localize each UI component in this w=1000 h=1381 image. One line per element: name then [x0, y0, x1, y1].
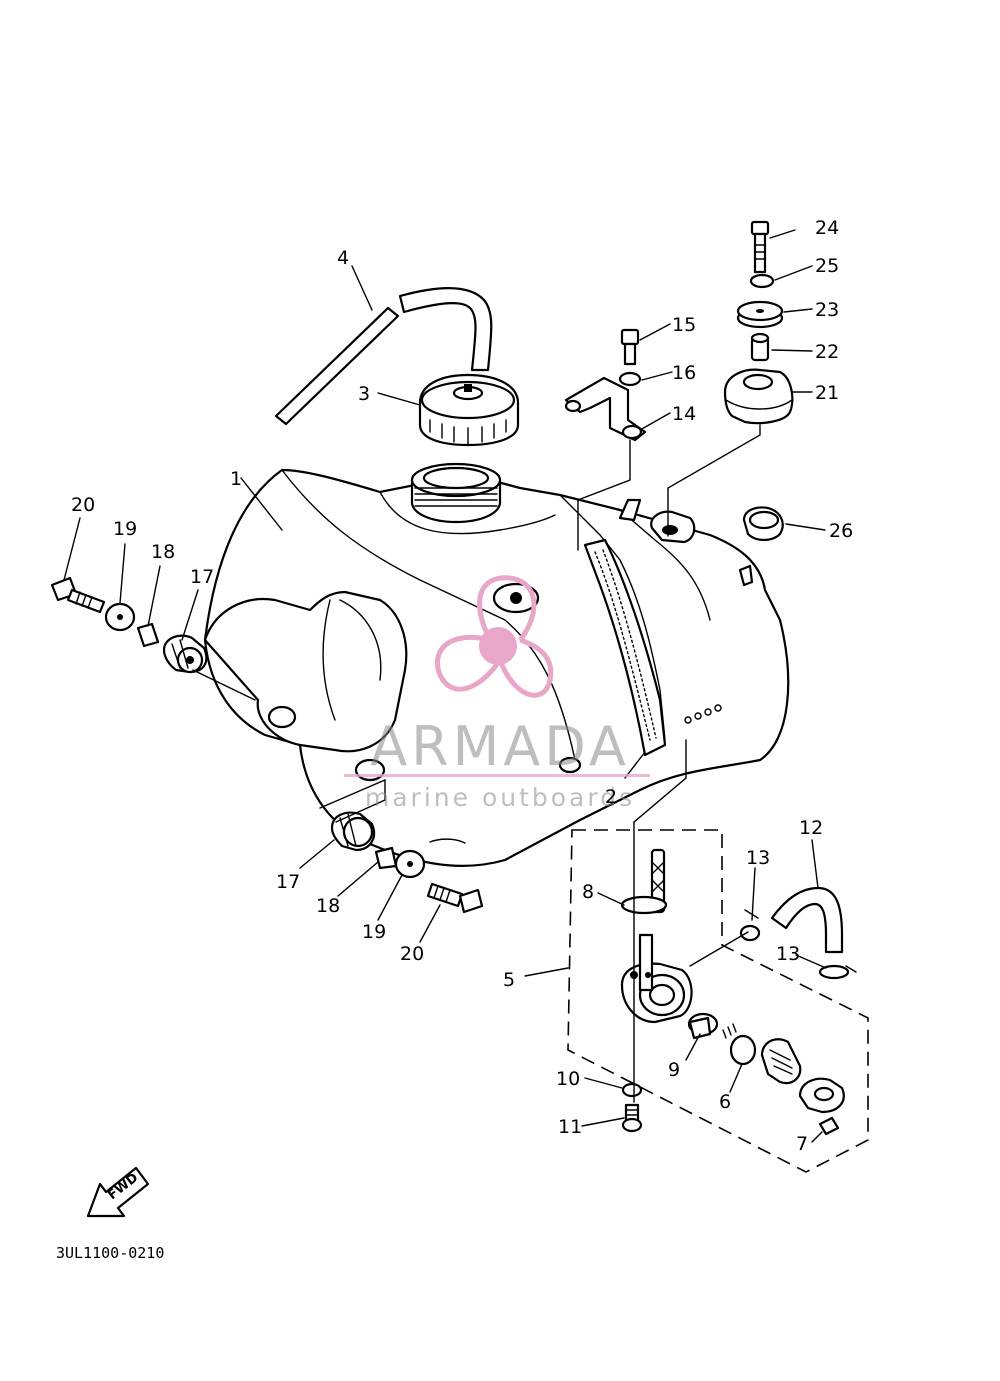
- damper-26: [742, 506, 784, 542]
- washer-25: [749, 273, 775, 289]
- fuel-cap: [418, 373, 520, 447]
- callout-22: 22: [815, 341, 839, 363]
- washer-19-front: [104, 602, 136, 632]
- bolt-24: [750, 220, 770, 274]
- damper-strip: [583, 538, 667, 757]
- grommet-17-rear: [330, 811, 376, 852]
- callout-10: 10: [556, 1068, 580, 1090]
- callout-18b: 18: [316, 895, 340, 917]
- fuel-cock-assembly-box: [567, 829, 869, 1173]
- hose-clip-lower: [818, 964, 857, 980]
- screw-11: [621, 1103, 643, 1133]
- callout-20b: 20: [400, 943, 424, 965]
- tank-ridge-dots: [684, 704, 722, 724]
- callout-25: 25: [815, 255, 839, 277]
- callout-5: 5: [503, 969, 515, 991]
- propeller-logo: [435, 575, 554, 698]
- grommet-17-front: [162, 634, 208, 674]
- bolt-20-rear: [426, 882, 484, 914]
- callout-11: 11: [558, 1116, 582, 1138]
- callout-17b: 17: [276, 871, 300, 893]
- callout-6: 6: [719, 1091, 731, 1113]
- callout-26: 26: [829, 520, 853, 542]
- fuel-hose: [770, 886, 844, 954]
- spacer-22: [750, 332, 770, 362]
- leader-lines: [63, 229, 827, 1143]
- callout-14: 14: [672, 403, 696, 425]
- callout-20a: 20: [71, 494, 95, 516]
- callout-2: 2: [605, 786, 617, 808]
- watermark-rule: [344, 774, 650, 777]
- callout-4: 4: [337, 247, 349, 269]
- drawing-code: 3UL1100-0210: [56, 1244, 164, 1262]
- watermark-brand: ARMADA: [370, 715, 630, 778]
- damper-21: [723, 368, 794, 425]
- mounting-bracket: [564, 376, 647, 442]
- bolt-15: [620, 328, 640, 366]
- callout-3: 3: [358, 383, 370, 405]
- callout-19b: 19: [362, 921, 386, 943]
- callout-13a: 13: [746, 847, 770, 869]
- propeller-hub: [479, 627, 517, 665]
- callout-8: 8: [582, 881, 594, 903]
- callout-7: 7: [796, 1133, 808, 1155]
- watermark-tagline: marine outboards: [365, 783, 635, 812]
- breather-hose: [274, 287, 493, 426]
- collar-18-front: [136, 622, 160, 648]
- fwd-arrow-icon: FWD: [86, 1166, 150, 1218]
- callout-24: 24: [815, 217, 839, 239]
- bolt-20-front: [50, 576, 106, 614]
- hose-clip-upper: [739, 909, 761, 942]
- collar-18-rear: [374, 846, 398, 870]
- callout-1: 1: [230, 468, 242, 490]
- armada-watermark: ARMADA marine outboards: [344, 575, 650, 812]
- callout-9: 9: [668, 1059, 680, 1081]
- callout-23: 23: [815, 299, 839, 321]
- washer-19-rear: [394, 849, 426, 879]
- fuel-cock: [620, 848, 693, 1024]
- cock-lever-parts: [687, 1012, 845, 1114]
- callout-16: 16: [672, 362, 696, 384]
- screw-7: [818, 1116, 840, 1136]
- callout-21: 21: [815, 382, 839, 404]
- callout-19a: 19: [113, 518, 137, 540]
- callout-17a: 17: [190, 566, 214, 588]
- callout-18a: 18: [151, 541, 175, 563]
- callout-12: 12: [799, 817, 823, 839]
- o-ring: [620, 895, 668, 915]
- callout-15: 15: [672, 314, 696, 336]
- washer-16: [618, 371, 642, 387]
- washer-10: [621, 1082, 643, 1098]
- callout-13b: 13: [776, 943, 800, 965]
- callout-labels: 1 2 3 4 5 6 7 8 9 10 11 12 13 13 14 15 1…: [71, 217, 853, 1155]
- collar-23: [736, 300, 784, 329]
